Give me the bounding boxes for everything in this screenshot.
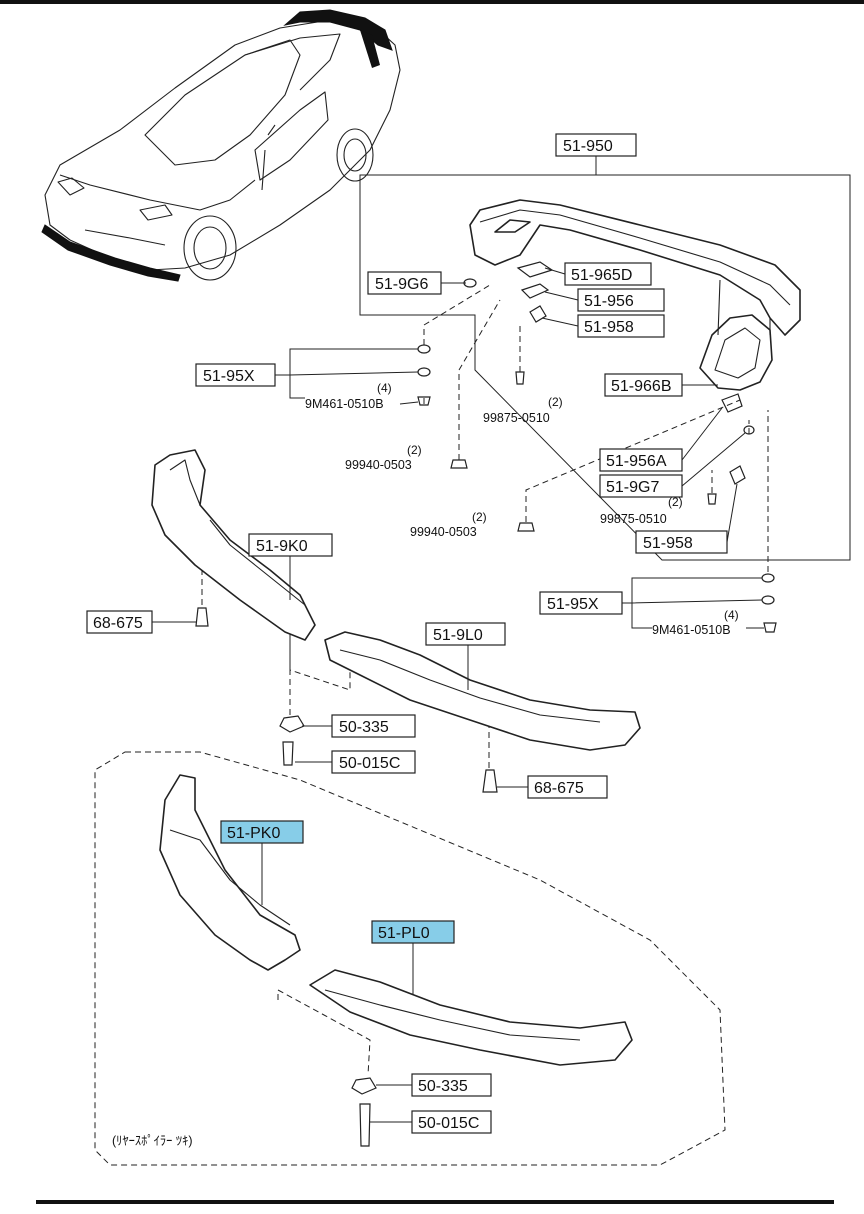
clip-51-956 xyxy=(520,283,550,299)
label-51-PL0[interactable]: 51-PL0 xyxy=(371,920,455,944)
washer-51-95X-c xyxy=(761,573,775,583)
group-frame-51-950 xyxy=(359,156,851,561)
qty-99940-left: (2) xyxy=(407,443,422,457)
front-spoiler-drawing xyxy=(151,449,641,751)
label-51-9L0[interactable]: 51-9L0 xyxy=(425,622,506,646)
svg-text:50-015C: 50-015C xyxy=(339,755,400,772)
bolt-50-015C-top xyxy=(282,741,294,766)
label-99875-0510-top[interactable]: 99875-0510 xyxy=(483,411,550,425)
bracket-51-965D xyxy=(516,261,554,278)
label-51-965D[interactable]: 51-965D xyxy=(564,262,652,286)
nut-50-335-bottom xyxy=(351,1077,377,1095)
bolt-99875-top xyxy=(515,371,525,385)
svg-text:51-950: 51-950 xyxy=(563,138,613,155)
label-50-015C-top[interactable]: 50-015C xyxy=(331,750,416,774)
bottom-rule xyxy=(36,1200,834,1204)
svg-text:51-95X: 51-95X xyxy=(547,596,599,613)
nut-99940-left xyxy=(450,459,468,469)
qty-9M461-left: (4) xyxy=(377,381,392,395)
svg-text:51-9G6: 51-9G6 xyxy=(375,276,428,293)
svg-text:50-015C: 50-015C xyxy=(418,1115,479,1132)
label-51-956[interactable]: 51-956 xyxy=(577,288,665,312)
bolt-9M461-right xyxy=(763,622,777,633)
label-51-966B[interactable]: 51-966B xyxy=(604,373,683,397)
optional-region-boundary xyxy=(94,751,726,1166)
qty-99875-top: (2) xyxy=(548,395,563,409)
svg-text:51-956A: 51-956A xyxy=(606,453,667,470)
label-51-9G7[interactable]: 51-9G7 xyxy=(599,474,683,498)
label-51-95X-left[interactable]: 51-95X xyxy=(195,363,276,387)
svg-text:51-958: 51-958 xyxy=(584,319,634,336)
label-51-956A[interactable]: 51-956A xyxy=(599,448,683,472)
label-51-958-top[interactable]: 51-958 xyxy=(577,314,665,338)
car-illustration xyxy=(41,9,401,282)
bolt-99875-bottom xyxy=(707,493,717,505)
dashed-lines xyxy=(201,284,769,1076)
label-51-PK0[interactable]: 51-PK0 xyxy=(220,820,304,844)
svg-text:51-966B: 51-966B xyxy=(611,378,672,395)
svg-text:51-PL0: 51-PL0 xyxy=(378,925,430,942)
nut-99940-right xyxy=(517,522,535,532)
clip-68-675-right xyxy=(482,769,498,793)
label-99940-0503-left[interactable]: 99940-0503 xyxy=(345,458,412,472)
rear-spoiler-drawing xyxy=(469,199,801,391)
svg-text:51-PK0: 51-PK0 xyxy=(227,825,280,842)
svg-text:68-675: 68-675 xyxy=(93,615,143,632)
svg-text:68-675: 68-675 xyxy=(534,780,584,797)
washer-51-95X-d xyxy=(761,595,775,605)
svg-text:51-95X: 51-95X xyxy=(203,368,255,385)
label-50-015C-bottom[interactable]: 50-015C xyxy=(411,1110,492,1134)
label-51-95X-right[interactable]: 51-95X xyxy=(539,591,623,615)
washer-51-95X-a xyxy=(417,344,431,354)
label-50-335-top[interactable]: 50-335 xyxy=(331,714,416,738)
label-99875-0510-bottom[interactable]: 99875-0510 xyxy=(600,512,667,526)
label-9M461-0510B-right[interactable]: 9M461-0510B xyxy=(652,623,731,637)
label-51-950[interactable]: 51-950 xyxy=(555,133,637,157)
label-68-675-left[interactable]: 68-675 xyxy=(86,610,153,634)
label-51-9K0[interactable]: 51-9K0 xyxy=(248,533,333,557)
svg-text:51-9G7: 51-9G7 xyxy=(606,479,659,496)
leader-lines xyxy=(152,267,764,1123)
qty-9M461-right: (4) xyxy=(724,608,739,622)
label-50-335-bottom[interactable]: 50-335 xyxy=(411,1073,492,1097)
top-rule xyxy=(0,0,864,4)
svg-text:50-335: 50-335 xyxy=(418,1078,468,1095)
svg-text:50-335: 50-335 xyxy=(339,719,389,736)
svg-text:51-9L0: 51-9L0 xyxy=(433,627,483,644)
svg-text:51-965D: 51-965D xyxy=(571,267,632,284)
nut-51-958-bottom xyxy=(729,465,746,485)
nut-50-335-top xyxy=(279,715,305,733)
label-51-9G6[interactable]: 51-9G6 xyxy=(367,271,442,295)
qty-99875-bottom: (2) xyxy=(668,495,683,509)
label-99940-0503-right[interactable]: 99940-0503 xyxy=(410,525,477,539)
label-51-958-bottom[interactable]: 51-958 xyxy=(635,530,728,554)
svg-text:51-956: 51-956 xyxy=(584,293,634,310)
svg-text:51-958: 51-958 xyxy=(643,535,693,552)
clip-68-675-left xyxy=(195,607,209,627)
washer-51-95X-b xyxy=(417,367,431,377)
nut-51-958-top xyxy=(529,305,547,323)
lower-spoiler-drawing xyxy=(159,774,633,1066)
qty-99940-right: (2) xyxy=(472,510,487,524)
note-rear-spoiler: (ﾘﾔｰｽﾎﾟｲﾗｰ ﾂｷ) xyxy=(112,1134,193,1148)
bolt-50-015C-bottom xyxy=(359,1103,371,1147)
label-9M461-0510B-left[interactable]: 9M461-0510B xyxy=(305,397,384,411)
svg-text:51-9K0: 51-9K0 xyxy=(256,538,308,555)
label-68-675-right[interactable]: 68-675 xyxy=(527,775,608,799)
